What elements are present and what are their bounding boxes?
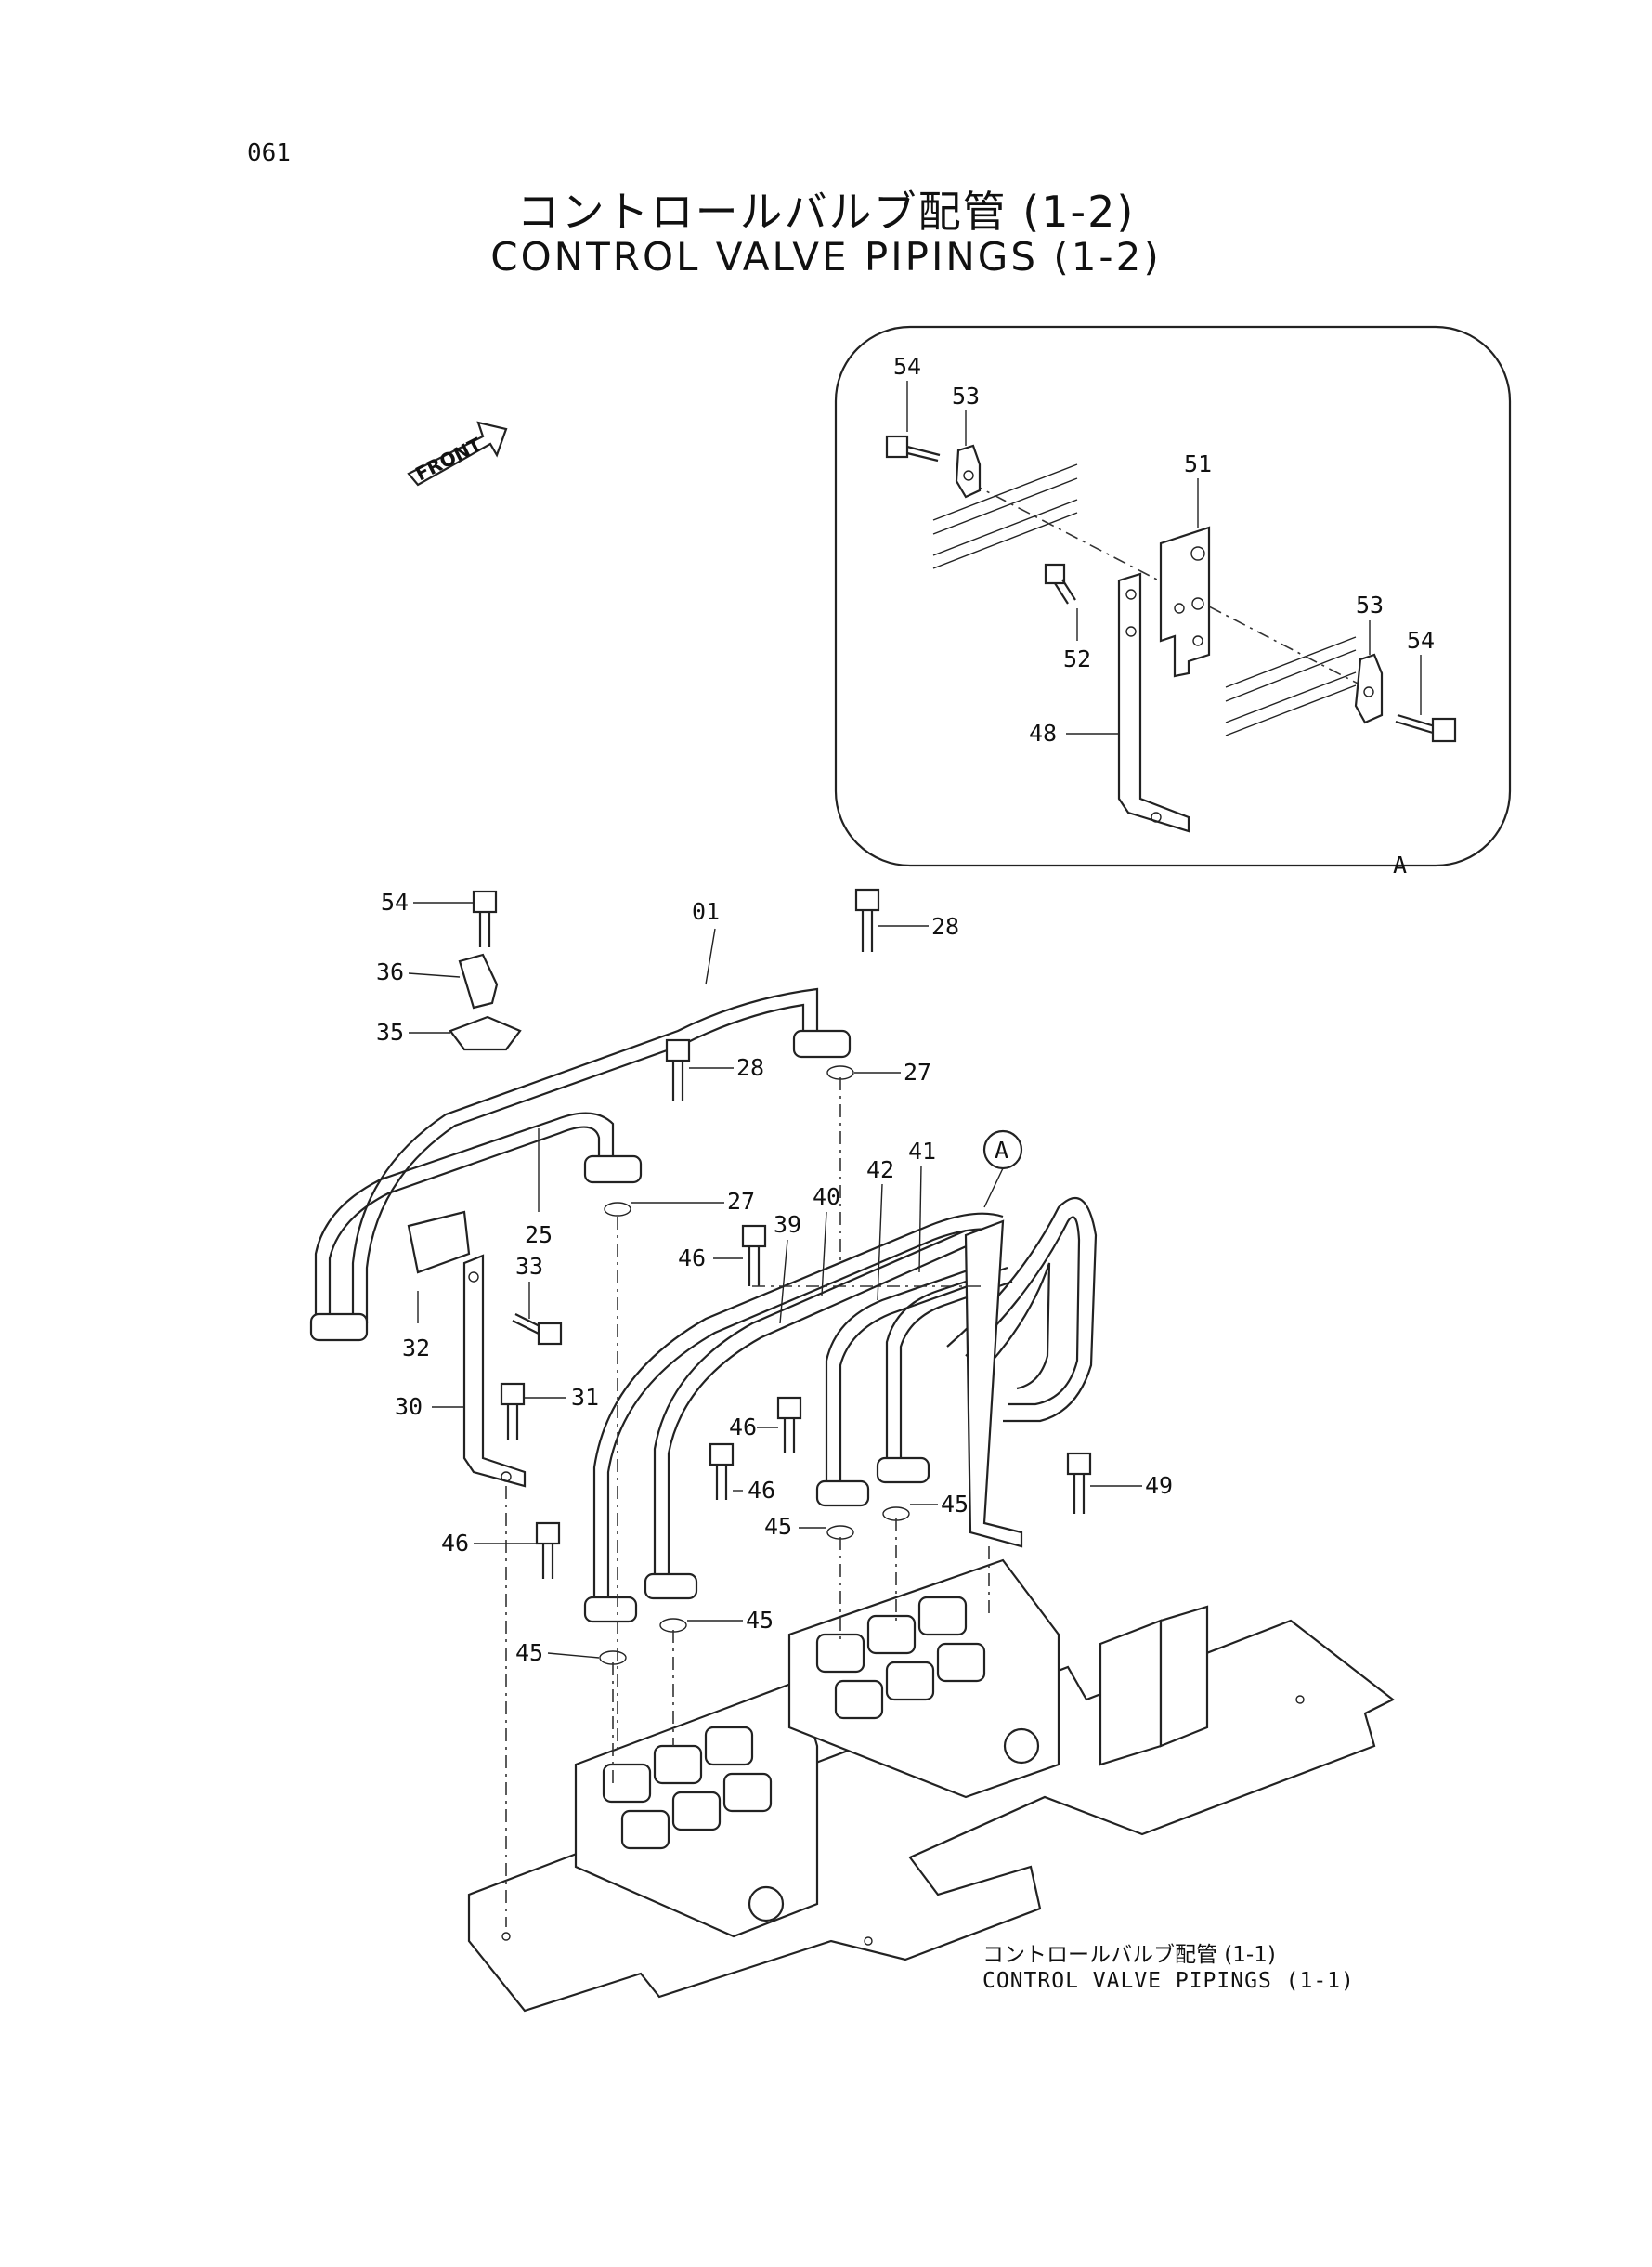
part-label: 01 — [692, 898, 720, 925]
cross-reference-english: CONTROL VALVE PIPINGS (1-1) — [982, 1969, 1355, 1993]
detail-plate-51 — [1159, 526, 1211, 678]
bolt-33 — [512, 1313, 563, 1346]
detail-label: 54 — [1407, 627, 1435, 654]
main-leaders — [408, 902, 1142, 1659]
part-label: 42 — [866, 1156, 894, 1183]
control-valve-right — [787, 1558, 1060, 1799]
part-label: 33 — [515, 1253, 543, 1280]
part-label: 46 — [441, 1530, 469, 1557]
detail-label: 51 — [1184, 450, 1212, 477]
flange-25-top — [583, 1154, 643, 1184]
pipe-39 — [592, 1212, 1004, 1602]
detail-label: 53 — [952, 383, 980, 410]
page-title-english: CONTROL VALVE PIPINGS (1-2) — [490, 234, 1162, 280]
pipe-42 — [825, 1261, 990, 1486]
detail-label: 54 — [893, 353, 921, 380]
flange-25 — [309, 1312, 369, 1342]
part-label: 27 — [904, 1059, 931, 1086]
front-arrow-icon: FRONT — [407, 421, 508, 487]
pipe-41 — [885, 1266, 1008, 1463]
part-label: 35 — [376, 1019, 404, 1046]
pipe-01 — [351, 987, 819, 1323]
part-label: 49 — [1145, 1472, 1173, 1499]
part-label: 46 — [729, 1414, 757, 1440]
bolt-49 — [1066, 1452, 1092, 1514]
part-label: 39 — [774, 1211, 801, 1238]
detail-view-marker: A — [1393, 852, 1407, 879]
bolt-54-main — [472, 890, 498, 947]
bolt-28-right — [854, 888, 880, 952]
detail-label-group: 54 53 51 52 53 54 48 — [893, 353, 1435, 747]
bracket-32 — [407, 1210, 471, 1274]
part-label: 30 — [395, 1393, 423, 1420]
detail-label: 48 — [1029, 720, 1057, 747]
part-label: 45 — [746, 1607, 774, 1634]
part-label: 28 — [736, 1054, 764, 1081]
page-number: 061 — [247, 139, 291, 167]
detail-bolt-54-top — [885, 435, 941, 463]
main-label-group: 54 01 28 36 35 28 27 27 25 33 32 31 30 4… — [376, 889, 1173, 1666]
front-arrow-label: FRONT — [411, 433, 485, 485]
detail-label: 53 — [1356, 592, 1384, 619]
stay-48-main — [964, 1219, 1023, 1548]
o-ring-45-d — [599, 1650, 627, 1665]
bolt-31 — [500, 1382, 526, 1440]
detail-view-frame — [834, 325, 1512, 867]
part-label: 40 — [813, 1183, 840, 1210]
part-label: 46 — [748, 1477, 775, 1504]
control-valve-left — [574, 1679, 819, 1938]
part-label: 45 — [941, 1491, 969, 1518]
part-label: 36 — [376, 958, 404, 985]
clamp-35 — [449, 1015, 522, 1051]
stay-30 — [462, 1254, 527, 1488]
detail-pipes — [932, 463, 1366, 736]
bolt-46-a — [741, 1224, 767, 1286]
part-label: 41 — [908, 1138, 936, 1165]
part-label: 31 — [571, 1384, 599, 1411]
assembly-lines — [505, 1077, 990, 1927]
part-label: 32 — [402, 1335, 430, 1362]
detail-bolt-52 — [1044, 563, 1076, 605]
detail-label: 52 — [1063, 645, 1091, 672]
part-label: 25 — [525, 1221, 553, 1248]
bolt-28-mid — [665, 1038, 691, 1101]
clamp-36 — [458, 953, 499, 1010]
pipe-25 — [314, 1112, 615, 1319]
page-title-japanese: コントロールバルブ配管 (1-2) — [516, 187, 1136, 237]
detail-bolt-54-bottom — [1395, 713, 1457, 743]
cross-reference-japanese: コントロールバルブ配管 (1-1) — [982, 1943, 1276, 1967]
bolt-46-c — [709, 1442, 735, 1500]
detail-leaders — [906, 381, 1422, 735]
o-ring-45-c — [659, 1618, 687, 1633]
detail-clamp-53-top — [955, 444, 982, 499]
bolt-46-d — [535, 1521, 561, 1579]
o-ring-45-a — [826, 1525, 854, 1540]
pipe-40 — [653, 1229, 967, 1579]
part-label: 45 — [515, 1639, 543, 1666]
flange-01 — [792, 1029, 852, 1059]
detail-stay-48 — [1117, 572, 1190, 833]
part-label: 45 — [764, 1513, 792, 1540]
o-ring-45-b — [882, 1506, 910, 1521]
detail-clamp-53-bottom — [1354, 653, 1384, 724]
part-label: 46 — [678, 1244, 706, 1271]
part-label: 28 — [931, 913, 959, 940]
bolt-46-b — [776, 1396, 802, 1453]
part-label: 54 — [381, 889, 409, 916]
detail-callout-label: A — [995, 1137, 1008, 1164]
part-label: 27 — [727, 1188, 755, 1215]
o-ring-27-top — [826, 1065, 854, 1080]
o-ring-27-mid — [604, 1202, 631, 1217]
